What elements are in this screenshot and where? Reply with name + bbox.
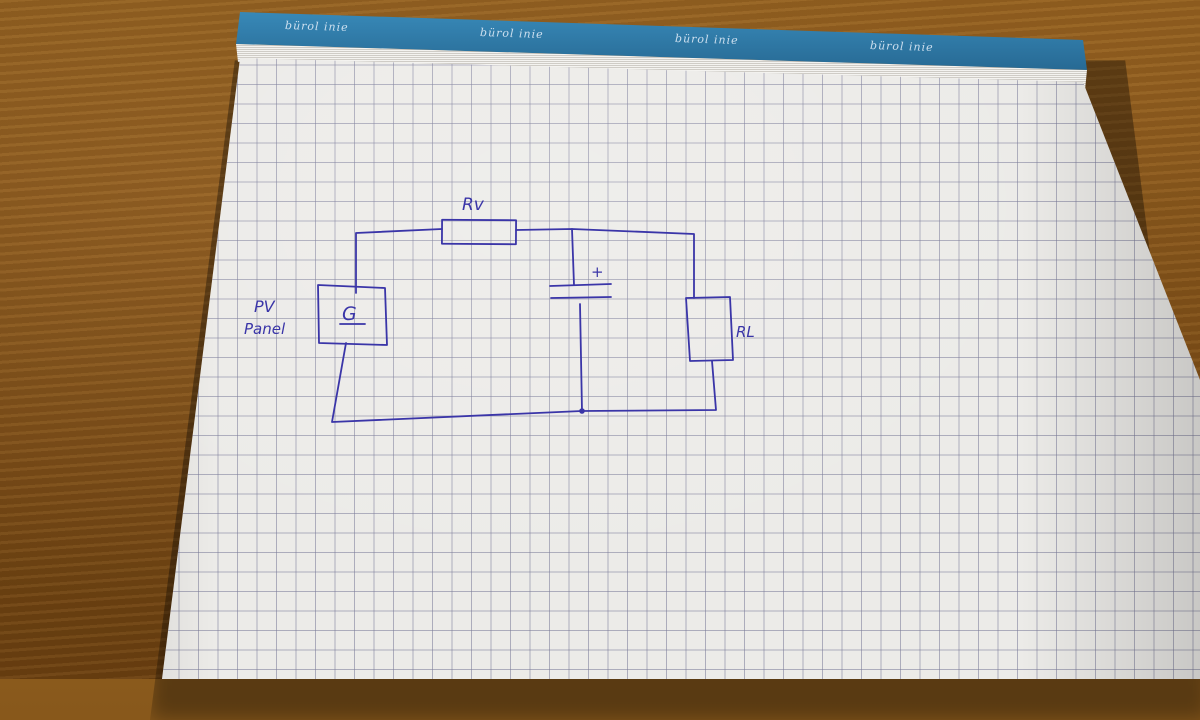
paper-shading [162,58,1200,679]
series-resistor-label: Rv [462,195,485,215]
wire-top-right [515,228,695,299]
load-resistor-label: RL [736,323,755,341]
grid-paper-sheet [162,58,1200,679]
wire-top-left [355,228,443,294]
generator-label: G [342,303,357,325]
capacitor-plus-label: + [591,263,604,281]
panel-label-line1: PV [254,297,276,316]
generator-box [317,284,388,346]
capacitor-wire-top [571,228,575,286]
capacitor-wire-bottom [579,303,583,412]
load-resistor-rl [685,296,734,362]
wire-bottom-left [331,342,583,423]
panel-label-line2: Panel [244,320,286,338]
circuit-diagram: Rv + G PV Panel RL [244,195,755,423]
series-resistor-rv [441,218,517,246]
capacitor-plate-negative [550,296,612,299]
capacitor-plate-positive [549,283,612,287]
wire-bottom-right [581,360,717,412]
